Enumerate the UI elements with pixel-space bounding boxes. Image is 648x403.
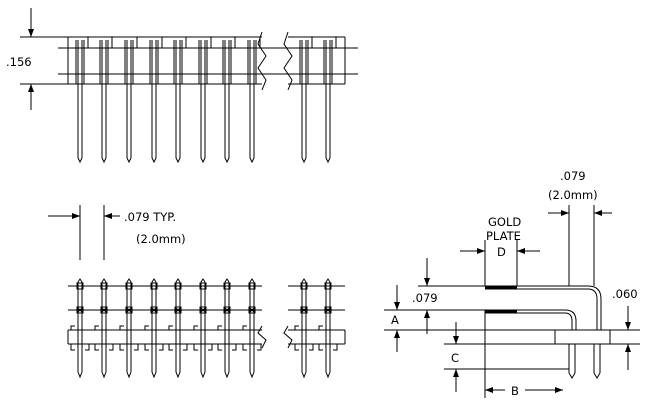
right-angle-pins	[485, 285, 611, 379]
dimension-c: C	[444, 322, 569, 392]
bottom-pin	[119, 278, 139, 379]
gold-label: GOLD	[488, 215, 521, 229]
bottom-left-view: .079 TYP. (2.0mm)	[48, 205, 346, 379]
bottom-pin	[294, 278, 314, 379]
plate-label: PLATE	[486, 229, 521, 243]
front-pins	[75, 37, 337, 164]
dimension-079-typ: .079 TYP. (2.0mm)	[48, 205, 186, 260]
dimension-156-label: .156	[6, 55, 32, 69]
top-right-mm-label: (2.0mm)	[548, 188, 598, 202]
front-pin	[173, 37, 187, 164]
label-d: D	[497, 245, 506, 259]
dimension-079-side: .079	[412, 258, 485, 334]
front-pin	[299, 37, 313, 164]
bottom-pin	[217, 278, 237, 379]
front-pin	[149, 37, 163, 164]
dimension-156: .156	[6, 8, 68, 110]
bottom-pin	[193, 278, 213, 379]
label-c: C	[451, 351, 459, 365]
dimension-079-mm-top: .079 (2.0mm)	[548, 169, 612, 286]
bottom-pin	[318, 278, 338, 379]
bottom-pin	[144, 278, 164, 379]
dimension-060: .060	[610, 287, 640, 370]
dimension-a: A	[384, 285, 555, 352]
bottom-pin	[168, 278, 188, 379]
side-060-label: .060	[612, 287, 638, 301]
front-pin	[222, 37, 236, 164]
top-right-079-label: .079	[560, 169, 586, 183]
pitch-typ-label: .079 TYP.	[124, 210, 176, 224]
bottom-pin	[242, 278, 262, 379]
dimension-gold-plate-d: GOLD PLATE D	[460, 215, 540, 286]
bottom-pin	[94, 278, 114, 379]
bottom-pin	[70, 278, 90, 379]
pitch-mm-label: (2.0mm)	[136, 232, 186, 246]
front-pin	[198, 37, 212, 164]
top-view: .156	[6, 8, 358, 164]
bottom-pins	[70, 278, 338, 379]
front-pin	[323, 37, 337, 164]
side-079-label: .079	[412, 291, 438, 305]
label-b: B	[511, 384, 519, 398]
front-pin	[247, 37, 261, 164]
dimension-b: B	[484, 310, 563, 398]
header-body-bottom	[67, 285, 346, 349]
front-pin	[99, 37, 113, 164]
header-body-front	[58, 31, 358, 91]
side-view: .079 (2.0mm) GOLD PLATE D .079	[384, 169, 640, 398]
front-pin	[75, 37, 89, 164]
front-pin	[124, 37, 138, 164]
label-a: A	[391, 313, 399, 327]
